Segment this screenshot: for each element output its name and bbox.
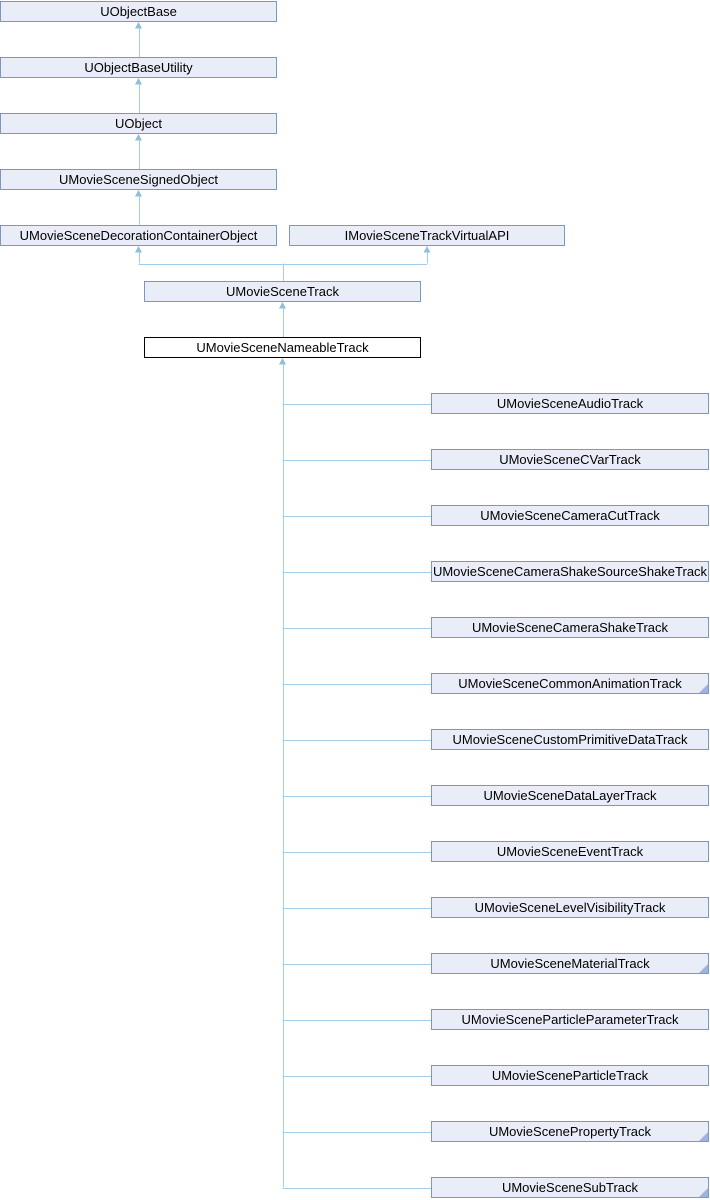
class-node-UMovieSceneLevelVisibilityTrack[interactable]: UMovieSceneLevelVisibilityTrack [431, 897, 709, 918]
class-node-UMovieSceneParticleTrack[interactable]: UMovieSceneParticleTrack [431, 1065, 709, 1086]
class-node-UMovieSceneCameraShakeSourceShakeTrack[interactable]: UMovieSceneCameraShakeSourceShakeTrack [431, 561, 709, 582]
class-node-UObjectBaseUtility[interactable]: UObjectBaseUtility [0, 57, 277, 78]
class-node-label: UMovieSceneMaterialTrack [490, 956, 650, 971]
class-node-label: UMovieSceneParticleTrack [491, 1068, 649, 1083]
class-node-label: UMovieSceneCommonAnimationTrack [458, 676, 682, 691]
class-node-UMovieSceneMaterialTrack[interactable]: UMovieSceneMaterialTrack [431, 953, 709, 974]
class-node-label: UMovieSceneDataLayerTrack [483, 788, 657, 803]
class-node-label: UMovieSceneAudioTrack [496, 396, 644, 411]
class-node-UMovieSceneSubTrack[interactable]: UMovieSceneSubTrack [431, 1177, 709, 1198]
class-node-UMovieSceneSignedObject[interactable]: UMovieSceneSignedObject [0, 169, 277, 190]
class-node-UMovieSceneCustomPrimitiveDataTrack[interactable]: UMovieSceneCustomPrimitiveDataTrack [431, 729, 709, 750]
class-node-label: UMovieSceneTrack [226, 284, 339, 299]
class-node-label: UMovieSceneCustomPrimitiveDataTrack [452, 732, 688, 747]
current-class-node-UMovieSceneNameableTrack: UMovieSceneNameableTrack [144, 337, 421, 358]
class-node-UMovieSceneTrack[interactable]: UMovieSceneTrack [144, 281, 421, 302]
class-node-label: UMovieSceneCameraShakeTrack [471, 620, 669, 635]
class-node-UMovieSceneDecorationContainerObject[interactable]: UMovieSceneDecorationContainerObject [0, 225, 277, 246]
class-node-label: UMovieSceneNameableTrack [196, 340, 369, 355]
class-node-label: UMovieSceneEventTrack [496, 844, 644, 859]
class-node-UMovieSceneEventTrack[interactable]: UMovieSceneEventTrack [431, 841, 709, 862]
class-node-label: UObjectBaseUtility [84, 60, 193, 75]
class-node-UMovieSceneDataLayerTrack[interactable]: UMovieSceneDataLayerTrack [431, 785, 709, 806]
class-node-UMovieSceneParticleParameterTrack[interactable]: UMovieSceneParticleParameterTrack [431, 1009, 709, 1030]
class-node-IMovieSceneTrackVirtualAPI[interactable]: IMovieSceneTrackVirtualAPI [289, 225, 565, 246]
class-node-UMovieSceneCommonAnimationTrack[interactable]: UMovieSceneCommonAnimationTrack [431, 673, 709, 694]
class-node-UMovieScenePropertyTrack[interactable]: UMovieScenePropertyTrack [431, 1121, 709, 1142]
class-node-label: UMovieScenePropertyTrack [488, 1124, 652, 1139]
class-node-UMovieSceneCameraShakeTrack[interactable]: UMovieSceneCameraShakeTrack [431, 617, 709, 638]
class-node-UMovieSceneCVarTrack[interactable]: UMovieSceneCVarTrack [431, 449, 709, 470]
class-node-label: UMovieSceneDecorationContainerObject [19, 228, 258, 243]
class-node-label: UObject [115, 116, 162, 131]
class-node-label: UObjectBase [100, 4, 177, 19]
class-node-label: IMovieSceneTrackVirtualAPI [344, 228, 510, 243]
class-node-label: UMovieSceneLevelVisibilityTrack [474, 900, 666, 915]
class-node-label: UMovieSceneCVarTrack [499, 452, 641, 467]
class-node-UObject[interactable]: UObject [0, 113, 277, 134]
class-node-UMovieSceneAudioTrack[interactable]: UMovieSceneAudioTrack [431, 393, 709, 414]
class-node-label: UMovieSceneSubTrack [501, 1180, 639, 1195]
class-node-UObjectBase[interactable]: UObjectBase [0, 1, 277, 22]
class-node-label: UMovieSceneCameraShakeSourceShakeTrack [432, 564, 708, 579]
class-node-label: UMovieSceneCameraCutTrack [480, 508, 660, 523]
class-node-label: UMovieSceneParticleParameterTrack [461, 1012, 679, 1027]
class-node-UMovieSceneCameraCutTrack[interactable]: UMovieSceneCameraCutTrack [431, 505, 709, 526]
class-node-label: UMovieSceneSignedObject [59, 172, 218, 187]
